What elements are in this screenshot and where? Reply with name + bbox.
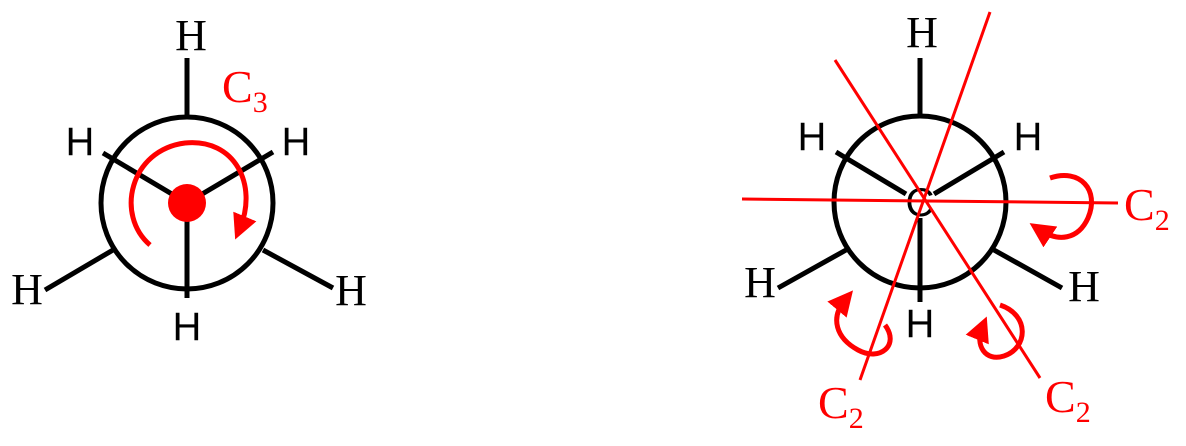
c3-axis-label: C3 xyxy=(222,61,268,119)
left-back-bond-lower-left xyxy=(43,247,115,293)
left-newman-projection: H H H H H H C3 xyxy=(11,11,367,349)
c2-axis-horizontal xyxy=(741,197,1119,205)
right-h-front-upper-right: H xyxy=(1014,115,1043,159)
right-h-back-lower-left: H xyxy=(744,258,776,307)
c2-rotation-arrow-lower-left xyxy=(827,290,893,357)
left-h-front-bottom: H xyxy=(173,305,202,349)
right-back-bond-lower-left xyxy=(776,247,848,291)
c3-axis-dot xyxy=(168,184,206,222)
left-h-front-upper-left: H xyxy=(66,120,95,164)
c2-rotation-arrow-right xyxy=(1029,173,1095,248)
c2-axis-label-right: C2 xyxy=(1124,179,1170,237)
right-newman-projection: C H H H H H H C2 C2 C2 xyxy=(741,8,1170,435)
c2-axis-label-lower-right: C2 xyxy=(1045,371,1091,429)
left-h-back-top: H xyxy=(175,11,207,60)
left-h-back-lower-left: H xyxy=(11,265,43,314)
right-back-bond-lower-right xyxy=(992,247,1064,291)
left-back-bond-lower-right xyxy=(261,247,335,291)
c2-rotation-arrow-lower-right xyxy=(965,302,1025,360)
left-h-back-lower-right: H xyxy=(335,266,367,315)
left-h-front-upper-right: H xyxy=(282,120,311,164)
right-front-bond-upper-right xyxy=(932,149,1006,197)
right-h-back-top: H xyxy=(906,8,938,57)
c3-rotation-arrow xyxy=(128,140,257,247)
right-center-carbon-label: C xyxy=(906,181,935,225)
c2-axis-steep xyxy=(858,11,992,381)
right-h-front-bottom: H xyxy=(906,302,935,346)
right-front-bond-upper-left xyxy=(834,149,908,197)
right-h-front-upper-left: H xyxy=(798,115,827,159)
right-h-back-lower-right: H xyxy=(1068,262,1100,311)
c2-axis-diagonal xyxy=(833,59,1042,379)
c2-axis-label-lower-left: C2 xyxy=(818,377,864,435)
